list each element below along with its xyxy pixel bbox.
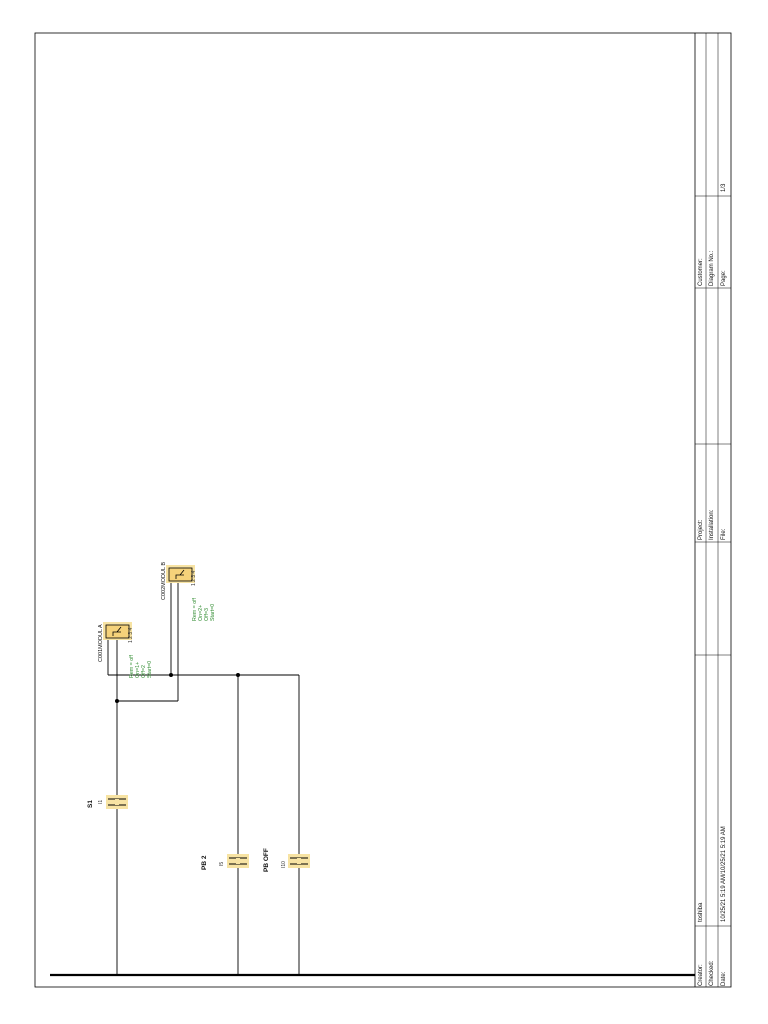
module-a-param: On=1+: [135, 662, 141, 678]
wiring: [107, 583, 300, 975]
project-label: Project:: [698, 519, 704, 540]
creator-label: Creator:: [698, 964, 704, 986]
contact-pboff[interactable]: PB OFF I10: [263, 848, 310, 872]
date-label: Date:: [721, 971, 727, 986]
module-b[interactable]: C002MODUL B 1 2 3 4 Rem = off On=2+ Off=…: [161, 562, 216, 621]
drawing-border: [34, 32, 732, 988]
contact-pb2-label: PB 2: [201, 855, 208, 870]
module-a-parameters: Rem = off On=1+ Off=2 Start=0: [129, 654, 153, 678]
contact-s1[interactable]: S1 I1: [87, 795, 128, 809]
module-b-param: Off=3: [204, 608, 210, 621]
date-value: 10/25/21 5:19 AM/10/25/21 5:19 AM: [721, 826, 727, 922]
module-a-pins: 1 2 3 4: [128, 627, 134, 643]
junction-dot: [169, 673, 173, 677]
contact-pboff-label: PB OFF: [263, 848, 270, 872]
timer-function-icon: [175, 569, 185, 579]
module-b-param: On=2+: [198, 605, 204, 621]
installation-label: Installation:: [709, 509, 715, 540]
module-a-param: Off=2: [141, 665, 147, 678]
module-a-param: Rem = off: [129, 654, 135, 678]
junction-dot: [115, 699, 119, 703]
checked-label: Checked:: [709, 960, 715, 986]
module-b-param: Rem = off: [192, 597, 198, 621]
module-a-param: Start=0: [147, 661, 153, 678]
timer-function-icon: [112, 626, 122, 636]
module-a[interactable]: C001MODUL A 1 2 3 4 Rem = off On=1+ Off=…: [98, 622, 153, 678]
title-block: Creator: Checked: Date: toshiba 10/25/21…: [694, 33, 731, 987]
creator-value: toshiba: [698, 902, 704, 922]
contact-pb2[interactable]: PB 2 I5: [201, 854, 249, 870]
file-label: File:: [721, 528, 727, 540]
junction-dot: [236, 673, 240, 677]
module-b-pins: 1 2 3 4: [191, 570, 197, 586]
diagram-number-label: Diagram No.:: [709, 250, 715, 286]
module-b-parameters: Rem = off On=2+ Off=3 Start=0: [192, 597, 216, 621]
module-b-param: Start=0: [210, 604, 216, 621]
contact-pb2-address: I5: [219, 862, 225, 866]
page-label: Page:: [721, 270, 727, 286]
customer-label: Customer:: [698, 258, 704, 286]
contact-s1-address: I1: [98, 800, 104, 804]
page-value: 1/3: [721, 183, 727, 192]
contact-pboff-address: I10: [281, 861, 287, 868]
contact-s1-label: S1: [87, 800, 94, 808]
module-b-label: C002MODUL B: [161, 562, 167, 600]
module-a-label: C001MODUL A: [98, 624, 104, 662]
